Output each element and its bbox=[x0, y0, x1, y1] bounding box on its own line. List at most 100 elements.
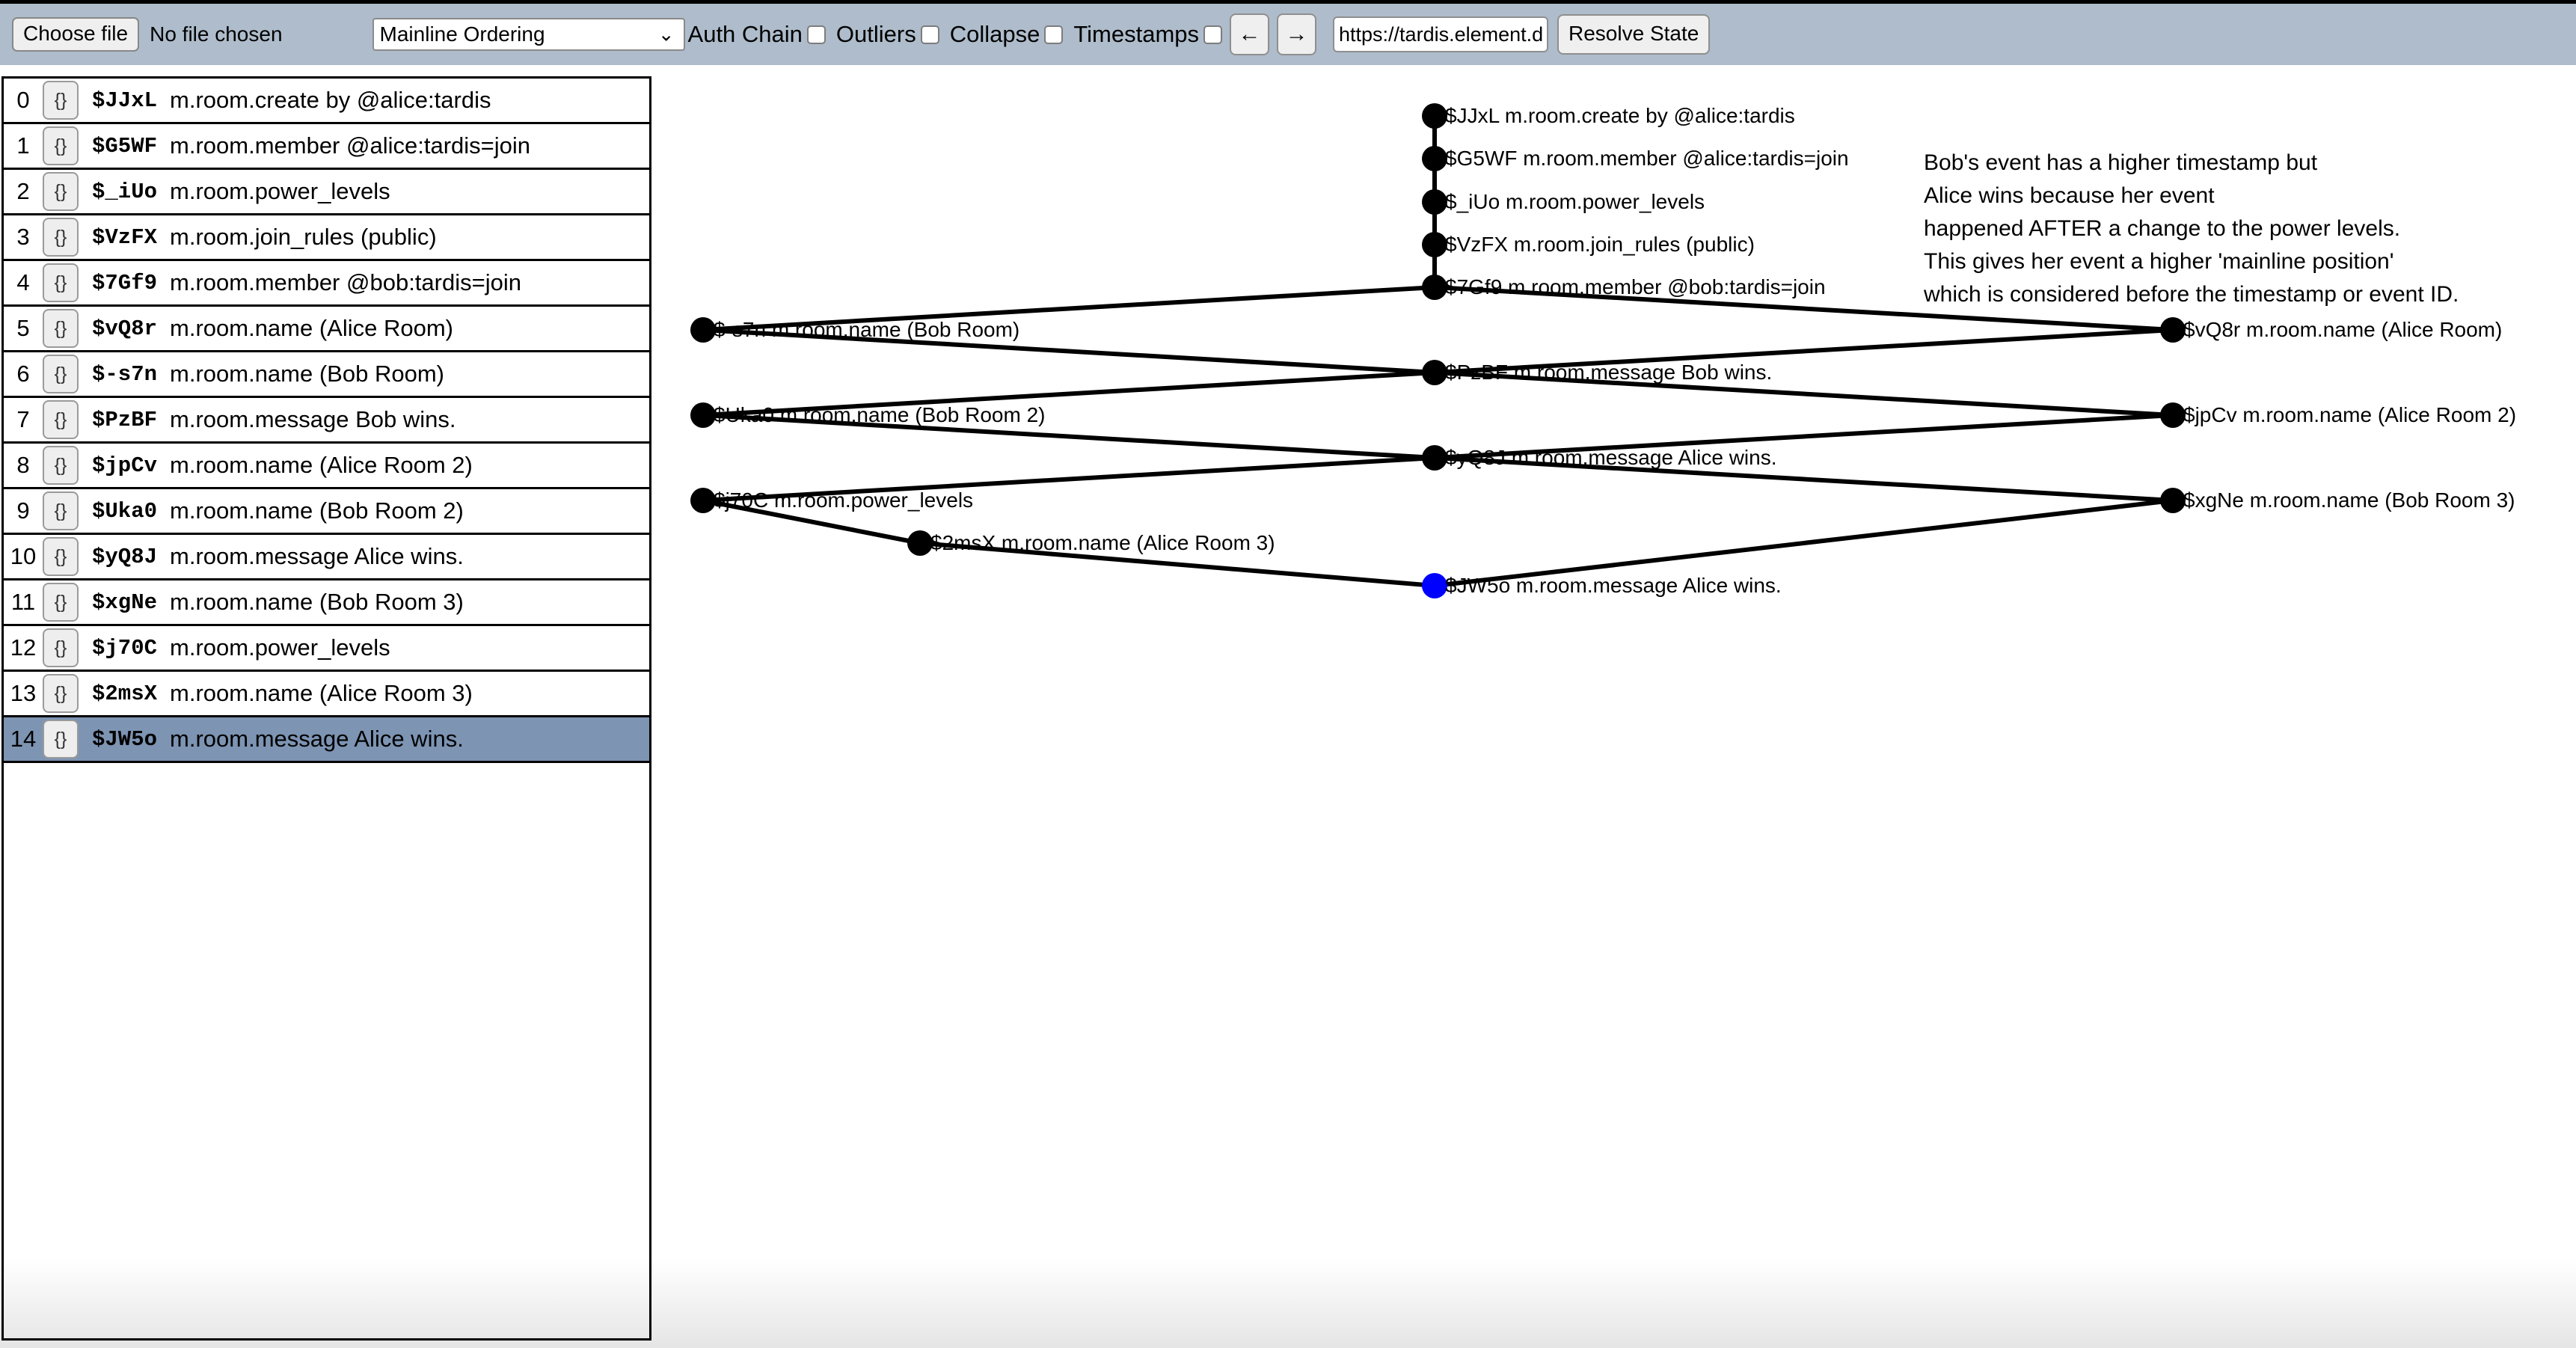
view-json-button[interactable]: {} bbox=[43, 720, 79, 759]
resolve-state-button[interactable]: Resolve State bbox=[1557, 14, 1711, 55]
view-json-button[interactable]: {} bbox=[43, 446, 79, 485]
dag-edge bbox=[702, 285, 1435, 332]
event-index: 4 bbox=[16, 269, 30, 295]
dag-edge bbox=[702, 328, 1435, 375]
event-index: 2 bbox=[16, 178, 30, 204]
dag-node[interactable] bbox=[1422, 103, 1447, 129]
event-id: $xgNe bbox=[92, 589, 158, 615]
dag-edge bbox=[1434, 498, 2174, 588]
dag-node[interactable] bbox=[1422, 275, 1447, 300]
event-row[interactable]: 1 {} $G5WF m.room.member @alice:tardis=join bbox=[4, 124, 649, 170]
event-id: $G5WF bbox=[92, 133, 158, 159]
event-index: 9 bbox=[16, 497, 30, 524]
event-id: $7Gf9 bbox=[92, 270, 158, 295]
event-description: m.room.member @alice:tardis=join bbox=[170, 132, 530, 159]
dag-edge bbox=[1434, 328, 2174, 375]
event-index: 14 bbox=[10, 726, 37, 752]
event-id: $PzBF bbox=[92, 407, 158, 432]
dag-node[interactable] bbox=[1422, 189, 1447, 215]
event-row[interactable]: 14{} $JW5o m.room.message Alice wins. bbox=[4, 717, 649, 763]
dag-node[interactable] bbox=[2160, 488, 2186, 513]
dag-edge bbox=[702, 456, 1435, 503]
outliers-label: Outliers bbox=[835, 21, 916, 47]
dag-edge bbox=[702, 498, 921, 545]
ordering-select[interactable]: Mainline Ordering bbox=[372, 18, 685, 51]
view-json-button[interactable]: {} bbox=[43, 583, 79, 622]
event-id: $yQ8J bbox=[92, 544, 158, 569]
forward-arrow-button[interactable]: → bbox=[1277, 13, 1317, 55]
event-row[interactable]: 4 {} $7Gf9 m.room.member @bob:tardis=join bbox=[4, 261, 649, 307]
dag-node[interactable] bbox=[1422, 360, 1447, 385]
timestamps-checkbox[interactable] bbox=[1203, 25, 1223, 44]
outliers-checkbox[interactable] bbox=[920, 25, 939, 44]
event-description: m.room.message Alice wins. bbox=[170, 543, 464, 569]
collapse-checkbox[interactable] bbox=[1044, 25, 1064, 44]
auth-chain-checkbox[interactable] bbox=[806, 25, 826, 44]
no-file-chosen-label: No file chosen bbox=[150, 22, 283, 46]
event-row[interactable]: 10{} $yQ8J m.room.message Alice wins. bbox=[4, 535, 649, 580]
dag-node[interactable] bbox=[2160, 402, 2186, 428]
back-arrow-button[interactable]: ← bbox=[1230, 13, 1270, 55]
event-description: m.room.join_rules (public) bbox=[170, 224, 437, 250]
event-index: 8 bbox=[16, 452, 30, 478]
dag-node[interactable] bbox=[1422, 232, 1447, 257]
server-url-input[interactable] bbox=[1333, 16, 1549, 52]
view-json-button[interactable]: {} bbox=[43, 81, 79, 120]
event-id: $JW5o bbox=[92, 726, 158, 752]
view-json-button[interactable]: {} bbox=[43, 126, 79, 165]
view-json-button[interactable]: {} bbox=[43, 218, 79, 257]
dag-graph-canvas[interactable]: $JJxL m.room.create by @alice:tardis$G5W… bbox=[652, 67, 2576, 1348]
event-index: 11 bbox=[10, 589, 36, 615]
event-id: $VzFX bbox=[92, 224, 158, 250]
event-description: m.room.message Alice wins. bbox=[170, 726, 464, 752]
dag-node[interactable] bbox=[2160, 317, 2186, 343]
event-id: $jpCv bbox=[92, 453, 158, 478]
dag-edge bbox=[1434, 413, 2174, 460]
dag-edge bbox=[702, 370, 1435, 417]
view-json-button[interactable]: {} bbox=[43, 628, 79, 667]
dag-edge bbox=[1434, 285, 2174, 332]
view-json-button[interactable]: {} bbox=[43, 309, 79, 348]
event-description: m.room.member @bob:tardis=join bbox=[170, 269, 521, 295]
event-description: m.room.message Bob wins. bbox=[170, 406, 456, 432]
dag-node[interactable] bbox=[690, 488, 716, 513]
view-json-button[interactable]: {} bbox=[43, 537, 79, 576]
dag-node[interactable] bbox=[1422, 573, 1447, 598]
event-row[interactable]: 11 {} $xgNe m.room.name (Bob Room 3) bbox=[4, 580, 649, 626]
event-id: $2msX bbox=[92, 681, 158, 706]
event-index: 13 bbox=[10, 680, 37, 706]
dag-node[interactable] bbox=[1422, 445, 1447, 471]
ordering-select-wrap[interactable]: Mainline Ordering ⌄ bbox=[372, 18, 685, 51]
dag-node[interactable] bbox=[1422, 146, 1447, 171]
view-json-button[interactable]: {} bbox=[43, 172, 79, 211]
event-index: 1 bbox=[16, 132, 30, 159]
view-json-button[interactable]: {} bbox=[43, 674, 79, 713]
dag-node[interactable] bbox=[690, 317, 716, 343]
dag-edge bbox=[1434, 456, 2174, 503]
view-json-button[interactable]: {} bbox=[43, 491, 79, 530]
dag-node[interactable] bbox=[907, 530, 933, 556]
event-description: m.room.name (Alice Room) bbox=[170, 315, 453, 341]
event-id: $j70C bbox=[92, 635, 158, 661]
view-json-button[interactable]: {} bbox=[43, 355, 79, 393]
event-description: m.room.name (Bob Room 3) bbox=[170, 589, 464, 615]
view-json-button[interactable]: {} bbox=[43, 263, 79, 302]
event-id: $Uka0 bbox=[92, 498, 158, 524]
view-json-button[interactable]: {} bbox=[43, 400, 79, 439]
choose-file-button[interactable]: Choose file bbox=[12, 17, 140, 52]
event-index: 10 bbox=[10, 543, 37, 569]
dag-node[interactable] bbox=[690, 402, 716, 428]
edge-layer bbox=[702, 116, 2174, 588]
